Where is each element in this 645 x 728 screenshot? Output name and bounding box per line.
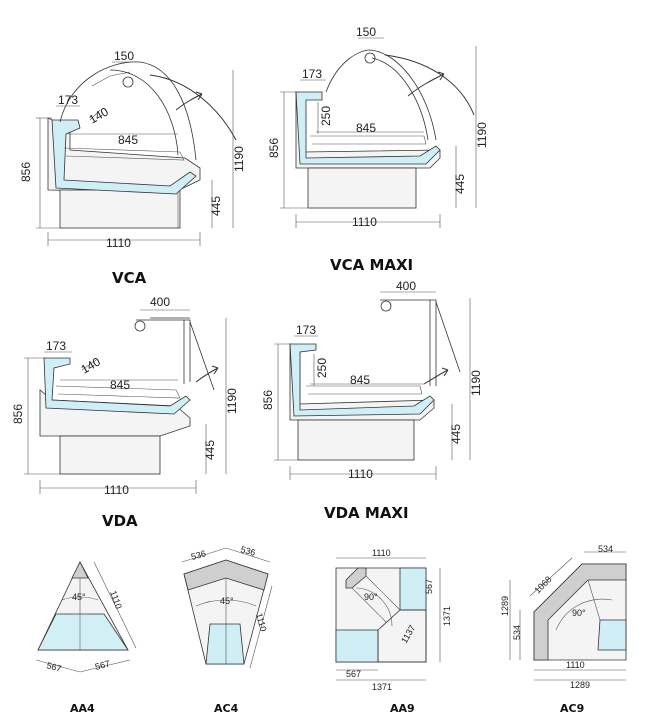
vdamaxi-inner: 250 bbox=[315, 358, 329, 378]
aa4-b2: 567 bbox=[94, 658, 111, 672]
vcamaxi-inner: 250 bbox=[319, 106, 333, 126]
ac9-left: 1289 bbox=[500, 596, 510, 616]
aa4-b1: 567 bbox=[45, 660, 62, 674]
ac9-drawing: 534 1068 1289 534 90° 1110 1289 AC9 bbox=[500, 544, 627, 715]
vdamaxi-depth: 845 bbox=[350, 373, 370, 387]
vcamaxi-depth: 845 bbox=[356, 121, 376, 135]
vca-height: 856 bbox=[19, 162, 33, 182]
aa9-angle: 90° bbox=[364, 592, 378, 602]
aa4-drawing: 45° 1110 567 567 AA4 bbox=[35, 561, 137, 715]
vda-top: 400 bbox=[150, 295, 170, 309]
vdamaxi-top: 400 bbox=[396, 279, 416, 293]
vca-hmax: 1190 bbox=[232, 146, 246, 172]
aa4-side: 1110 bbox=[108, 589, 124, 610]
vda-depth: 845 bbox=[110, 378, 130, 392]
vdamaxi-title: VDA MAXI bbox=[324, 504, 409, 522]
vdamaxi-hmax: 1190 bbox=[469, 370, 483, 396]
aa9-right: 1371 bbox=[442, 606, 452, 626]
vdamaxi-shelf: 173 bbox=[296, 323, 316, 337]
vda-shelf: 173 bbox=[46, 339, 66, 353]
vca-base: 445 bbox=[209, 196, 223, 216]
vdamaxi-base: 445 bbox=[449, 424, 463, 444]
vca-shelf: 173 bbox=[58, 93, 78, 107]
vda-drawing: 856 1110 1190 445 845 400 173 140 VDA bbox=[11, 295, 239, 530]
vca-drawing: 856 1110 1190 445 845 150 173 140 VCA bbox=[19, 49, 246, 287]
aa9-top: 1110 bbox=[372, 548, 391, 558]
ac4-t2: 536 bbox=[239, 544, 256, 558]
ac9-b2: 1289 bbox=[570, 680, 590, 690]
ac4-title: AC4 bbox=[214, 702, 239, 715]
ac9-l2: 534 bbox=[512, 625, 522, 640]
vca-title: VCA bbox=[112, 269, 147, 287]
aa4-title: AA4 bbox=[70, 702, 95, 715]
vca-width: 1110 bbox=[106, 236, 131, 250]
aa9-b1: 567 bbox=[346, 669, 361, 679]
ac4-t1: 536 bbox=[190, 548, 207, 562]
aa9-title: AA9 bbox=[390, 702, 415, 715]
vcamaxi-height: 856 bbox=[267, 138, 281, 158]
ac4-angle: 45° bbox=[220, 596, 234, 606]
vca-maxi-drawing: 856 1110 1190 445 845 150 173 250 VCA MA… bbox=[267, 25, 489, 274]
ac9-b1: 1110 bbox=[566, 660, 585, 670]
ac9-top: 534 bbox=[598, 544, 613, 554]
vca-glass: 140 bbox=[87, 104, 112, 126]
vca-depth: 845 bbox=[118, 133, 138, 147]
vda-maxi-drawing: 856 1110 1190 445 845 400 173 250 VDA MA… bbox=[261, 279, 483, 522]
vcamaxi-base: 445 bbox=[453, 174, 467, 194]
vda-width: 1110 bbox=[104, 483, 129, 497]
ac9-title: AC9 bbox=[560, 702, 584, 715]
vcamaxi-hmax: 1190 bbox=[475, 122, 489, 148]
vca-top: 150 bbox=[114, 49, 134, 63]
ac9-angle: 90° bbox=[572, 608, 586, 618]
vda-title: VDA bbox=[102, 512, 138, 530]
vda-hmax: 1190 bbox=[225, 388, 239, 414]
aa9-drawing: 1110 1371 567 90° 1137 567 1371 AA9 bbox=[335, 548, 452, 715]
aa9-r2: 567 bbox=[424, 579, 434, 594]
vda-height: 856 bbox=[11, 404, 25, 424]
ac4-drawing: 536 536 45° 1110 AC4 bbox=[181, 544, 273, 715]
vdamaxi-height: 856 bbox=[261, 390, 275, 410]
vdamaxi-width: 1110 bbox=[348, 467, 373, 481]
vcamaxi-width: 1110 bbox=[352, 215, 377, 229]
vda-base: 445 bbox=[203, 440, 217, 460]
ac4-side: 1110 bbox=[254, 612, 268, 633]
aa4-angle: 45° bbox=[72, 592, 86, 602]
vcamaxi-shelf: 173 bbox=[302, 67, 322, 81]
vda-glass: 140 bbox=[79, 354, 104, 376]
vcamaxi-top: 150 bbox=[356, 25, 376, 39]
vcamaxi-title: VCA MAXI bbox=[330, 256, 413, 274]
aa9-b2: 1371 bbox=[372, 682, 392, 692]
